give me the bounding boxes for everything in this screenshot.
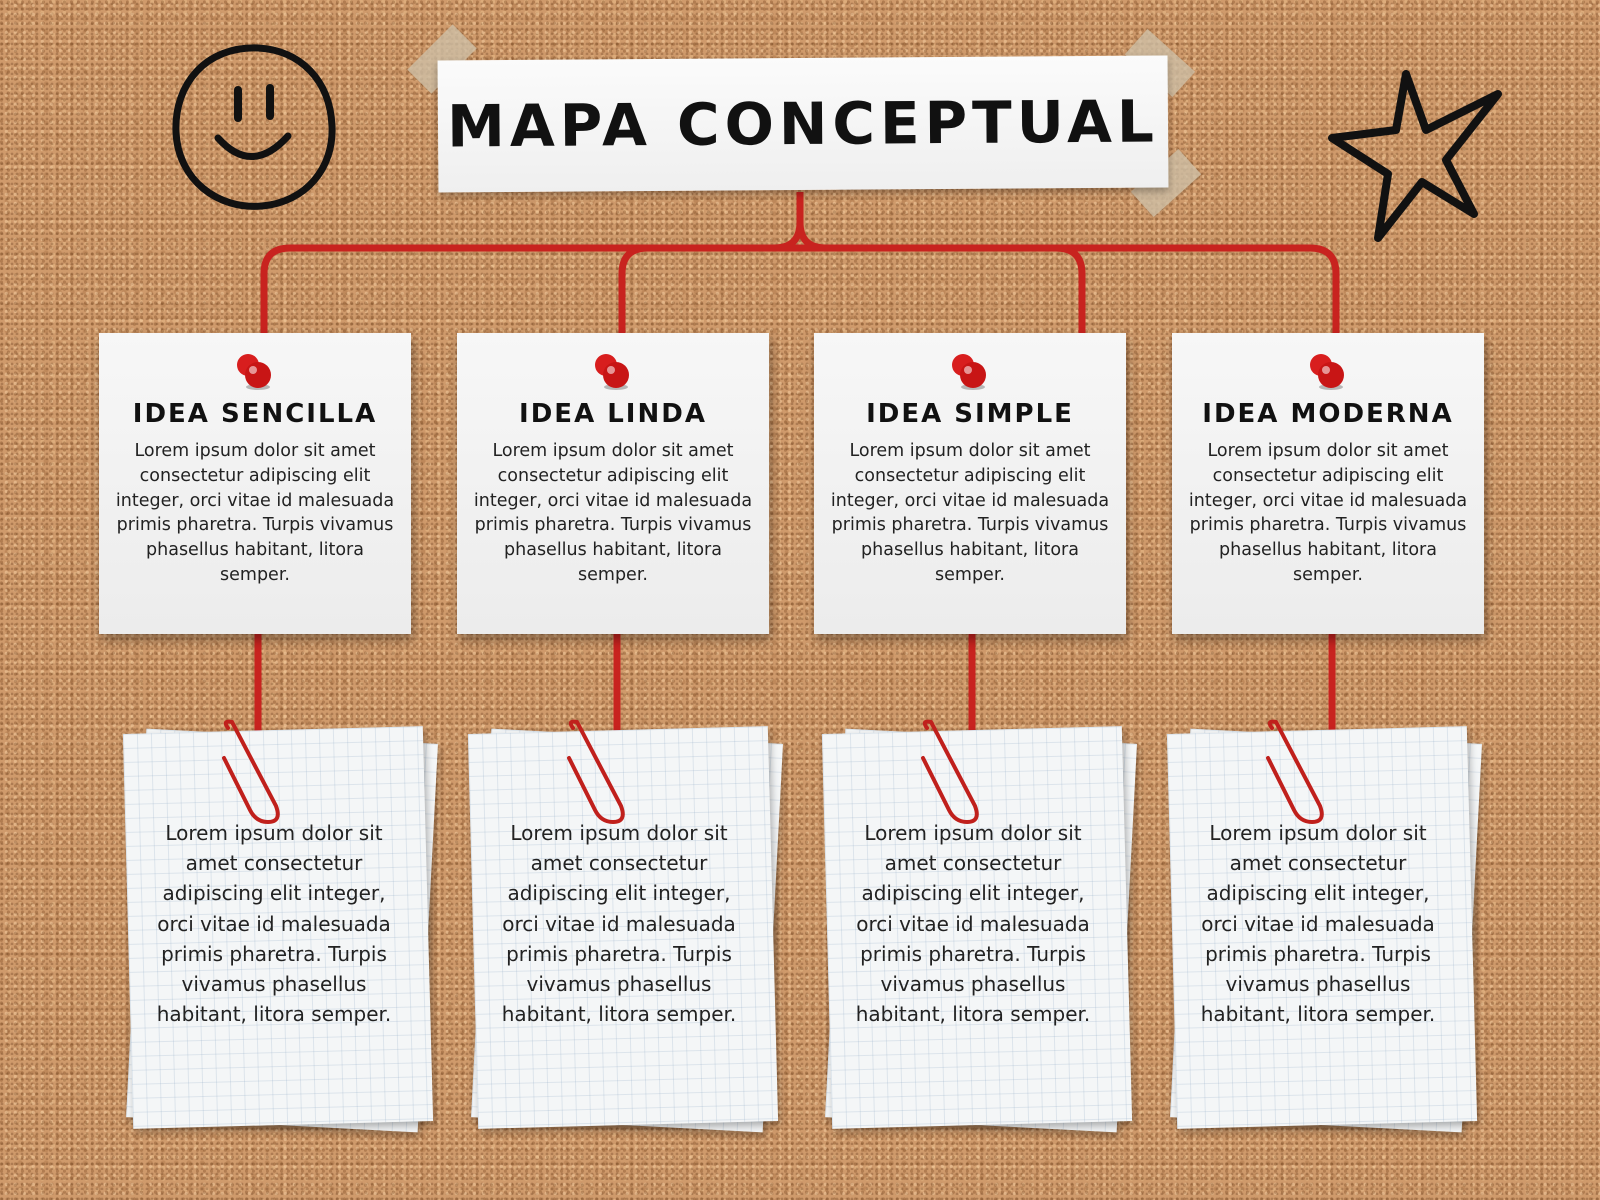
idea-card-1: IDEA SENCILLA Lorem ipsum dolor sit amet…: [99, 333, 411, 634]
idea-card-2: IDEA LINDA Lorem ipsum dolor sit amet co…: [457, 333, 769, 634]
note-body: Lorem ipsum dolor sit amet consectetur a…: [1200, 821, 1436, 1027]
paper-clip-icon: [1266, 719, 1324, 825]
push-pin-icon: [237, 354, 271, 390]
card-body: Lorem ipsum dolor sit amet consectetur a…: [830, 441, 1110, 585]
card-body: Lorem ipsum dolor sit amet consectetur a…: [115, 441, 395, 585]
idea-card-3: IDEA SIMPLE Lorem ipsum dolor sit amet c…: [814, 333, 1126, 634]
idea-card-4: IDEA MODERNA Lorem ipsum dolor sit amet …: [1172, 333, 1484, 634]
paper-clip-icon: [222, 719, 280, 825]
smiley-icon: [172, 44, 336, 210]
note-2: Lorem ipsum dolor sit amet consectetur a…: [467, 719, 783, 1133]
card-title: IDEA SENCILLA: [132, 399, 378, 429]
card-title: IDEA LINDA: [519, 399, 707, 429]
card-title: IDEA MODERNA: [1202, 399, 1454, 429]
note-body: Lorem ipsum dolor sit amet consectetur a…: [501, 821, 737, 1027]
title-banner: MAPA CONCEPTUAL: [437, 55, 1169, 193]
connector-branch-center-right: [826, 244, 1086, 333]
paper-clip-icon: [567, 719, 625, 825]
star-icon: [1328, 70, 1502, 242]
connector-branch-center-left: [618, 244, 774, 370]
push-pin-icon: [1310, 354, 1344, 390]
note-1: Lorem ipsum dolor sit amet consectetur a…: [122, 719, 438, 1133]
paper-clip-icon: [921, 719, 979, 825]
card-body: Lorem ipsum dolor sit amet consectetur a…: [473, 441, 753, 585]
push-pin-icon: [595, 354, 629, 390]
note-body: Lorem ipsum dolor sit amet consectetur a…: [855, 821, 1091, 1027]
card-body: Lorem ipsum dolor sit amet consectetur a…: [1188, 441, 1468, 585]
connector-branch-right: [826, 244, 1340, 333]
connector-trunk: [773, 192, 827, 252]
note-3: Lorem ipsum dolor sit amet consectetur a…: [821, 719, 1137, 1133]
note-body: Lorem ipsum dolor sit amet consectetur a…: [156, 821, 392, 1027]
connector-branch-left: [260, 244, 774, 333]
card-title: IDEA SIMPLE: [866, 399, 1074, 429]
push-pin-icon: [952, 354, 986, 390]
note-4: Lorem ipsum dolor sit amet consectetur a…: [1166, 719, 1482, 1133]
page-title: MAPA CONCEPTUAL: [446, 87, 1160, 161]
